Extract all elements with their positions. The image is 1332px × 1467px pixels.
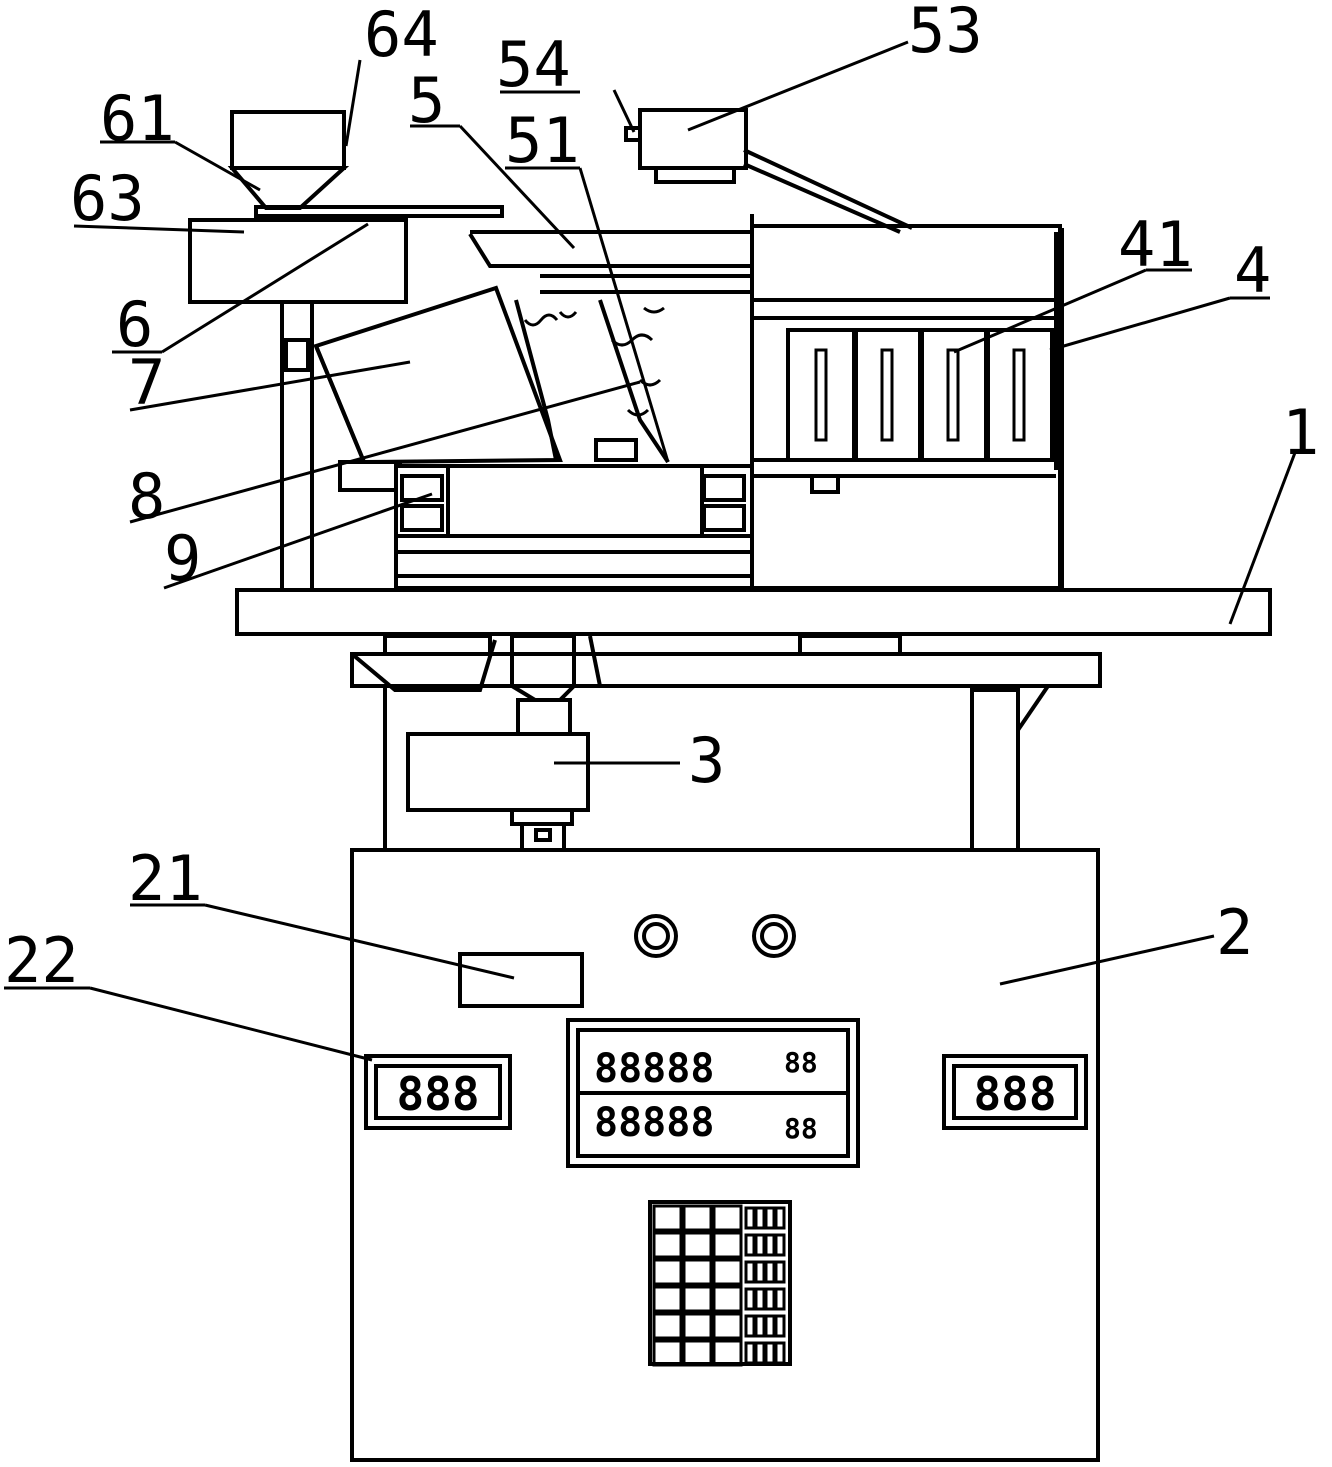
display-main: 88888 88 88888 88 [566,1018,860,1168]
keypad-key [712,1285,743,1313]
keypad-small-key [744,1341,756,1365]
label-9: 9 [164,522,201,595]
keypad-key [682,1204,713,1232]
keypad-key [682,1231,713,1259]
knobs [634,914,796,958]
keypad-small-key [744,1260,756,1284]
display-main-row2: 88888 [594,1100,714,1146]
keypad-small-key [754,1233,766,1257]
label-51: 51 [505,104,580,177]
keypad-key [652,1285,683,1313]
label-41: 41 [1118,208,1193,281]
keypad-small-key [754,1314,766,1338]
keypad-small-key [754,1341,766,1365]
keypad-key [652,1231,683,1259]
keypad-small-key [744,1233,756,1257]
keypad-key [652,1312,683,1340]
display-main-row2-small: 88 [784,1112,818,1145]
keypad-small-key [744,1287,756,1311]
label-53: 53 [908,0,983,67]
label-8: 8 [128,460,165,533]
keypad-key [712,1339,743,1367]
chute-5 [468,230,755,294]
display-right: 888 [942,1054,1088,1130]
keypad-small-key [764,1260,776,1284]
keypad-key [712,1231,743,1259]
keypad-small-key [764,1233,776,1257]
keypad-key [682,1258,713,1286]
keypad-key [712,1312,743,1340]
label-63: 63 [70,162,145,235]
keypad-small-key [744,1314,756,1338]
display-right-value: 888 [973,1067,1056,1121]
keypad-small-key [774,1341,786,1365]
label-4: 4 [1234,234,1271,307]
keypad-key [652,1204,683,1232]
panel-21 [458,952,584,1008]
label-5: 5 [408,64,445,137]
keypad-small-key [754,1206,766,1230]
table-plate-1 [235,588,1272,636]
label-3: 3 [688,724,725,797]
carriage-9 [338,460,754,590]
keypad-small-key [764,1341,776,1365]
label-2: 2 [1216,896,1253,969]
keypad [648,1200,792,1367]
keypad-key [652,1258,683,1286]
label-61: 61 [100,82,175,155]
keypad-key [682,1285,713,1313]
label-1: 1 [1282,396,1319,469]
lower-frame [350,634,1102,852]
keypad-key [682,1339,713,1367]
keypad-small-key [774,1233,786,1257]
label-7: 7 [128,346,165,419]
keypad-small-key [764,1314,776,1338]
keypad-small-key [744,1206,756,1230]
label-22: 22 [4,924,79,997]
motor-3 [406,634,590,852]
hopper-64 [188,110,504,304]
feeder-body-7 [313,285,563,465]
label-6: 6 [116,288,153,361]
keypad-small-key [774,1287,786,1311]
keypad-key [712,1258,743,1286]
reference-labels: 64 54 53 61 5 51 63 41 4 6 7 1 8 9 3 21 … [4,0,1319,997]
keypad-small-key [774,1260,786,1284]
display-left-value: 888 [396,1067,479,1121]
keypad-small-key [764,1206,776,1230]
leader-lines [4,40,1298,1062]
label-54: 54 [496,28,571,101]
keypad-key [682,1312,713,1340]
keypad-key [652,1339,683,1367]
display-main-row1-small: 88 [784,1046,818,1079]
keypad-small-key [754,1260,766,1284]
keypad-small-key [774,1206,786,1230]
keypad-small-key [754,1287,766,1311]
keypad-key [712,1204,743,1232]
cassette-row-41 [786,328,1054,462]
keypad-small-key [774,1314,786,1338]
display-left-22: 888 [364,1054,512,1130]
label-64: 64 [364,0,439,71]
display-main-row1: 88888 [594,1046,714,1092]
camera-53 [624,108,913,234]
label-21: 21 [128,842,203,915]
keypad-small-key [764,1287,776,1311]
